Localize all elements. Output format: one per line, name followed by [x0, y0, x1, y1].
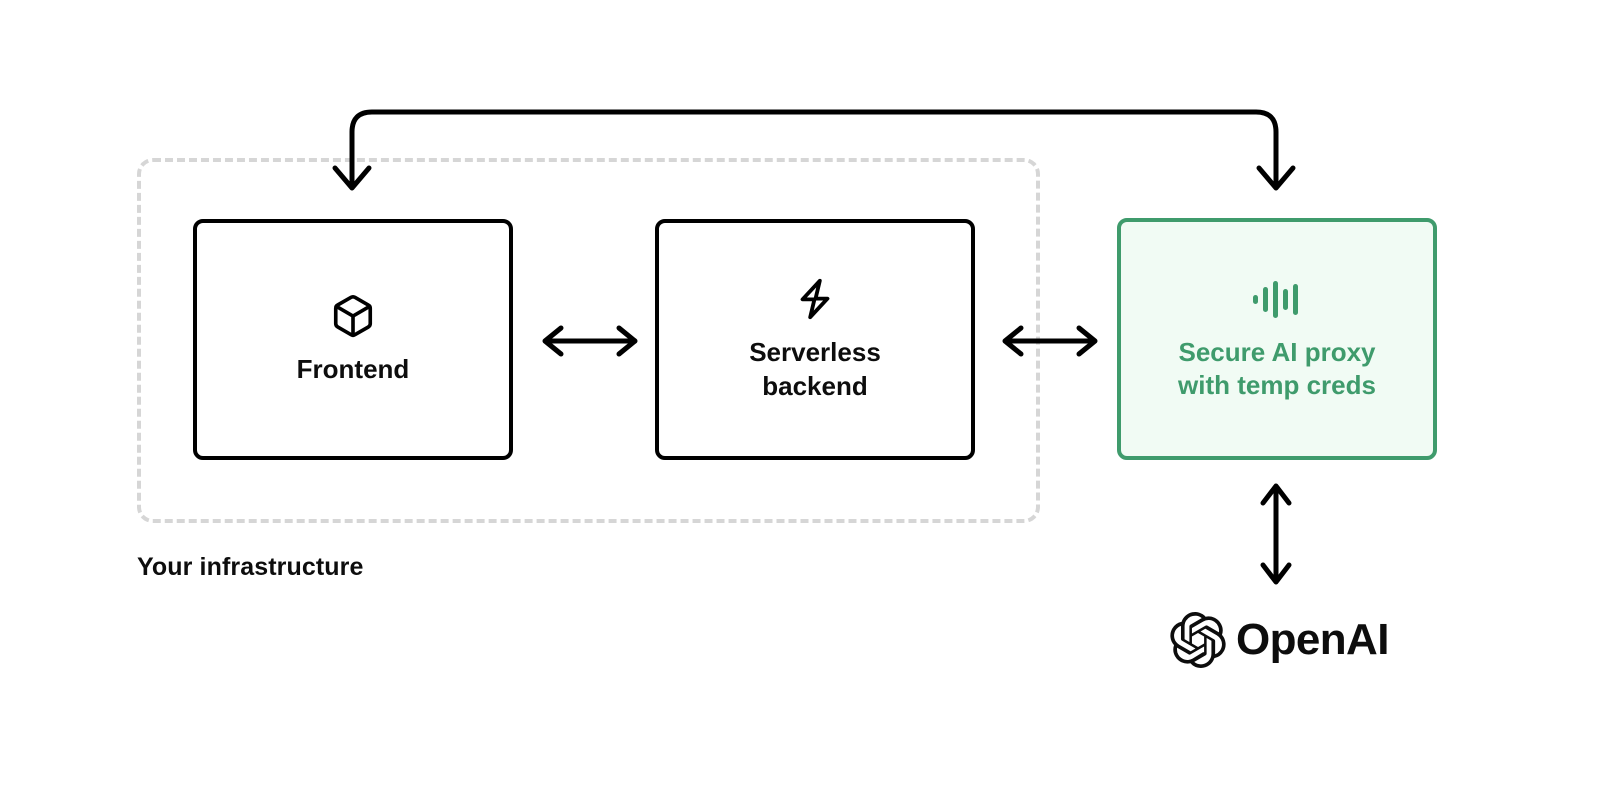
node-frontend: Frontend — [193, 219, 513, 460]
openai-wordmark: OpenAI — [1236, 615, 1389, 664]
openai-lockup: OpenAI — [1170, 612, 1389, 669]
connector-proxy-openai — [1260, 483, 1292, 585]
audio-waveform-bars — [1253, 280, 1298, 318]
cube-icon — [330, 293, 376, 339]
node-secure-ai-proxy: Secure AI proxy with temp creds — [1117, 218, 1437, 460]
infrastructure-boundary-label: Your infrastructure — [137, 553, 364, 581]
node-frontend-label: Frontend — [296, 353, 410, 384]
audio-waveform-icon — [1251, 276, 1303, 322]
lightning-bolt-icon — [792, 276, 838, 322]
node-secure-ai-proxy-label: Secure AI proxy with temp creds — [1178, 336, 1376, 400]
node-serverless-backend: Serverless backend — [655, 219, 975, 460]
openai-logo-icon — [1170, 612, 1226, 669]
node-serverless-backend-label: Serverless backend — [749, 337, 881, 401]
